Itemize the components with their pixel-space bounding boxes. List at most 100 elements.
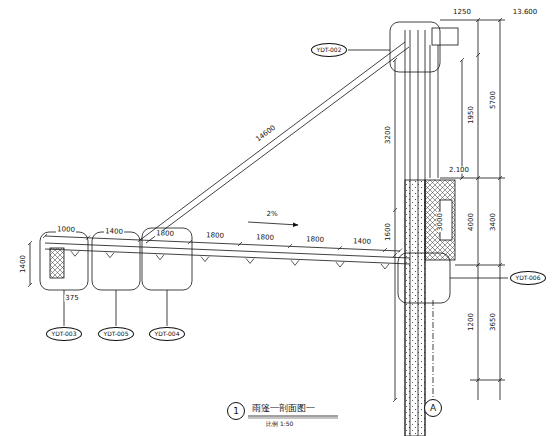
detail-callout: YDT-006 (510, 271, 545, 285)
hanger (381, 264, 389, 269)
leader-line (167, 290, 168, 326)
dimension-text: 3400 (490, 212, 497, 232)
wall-line (410, 30, 411, 436)
detail-bubble (40, 232, 88, 290)
dimension-tick (476, 176, 480, 180)
dimension-tick (28, 283, 32, 287)
detail-callout: YDT-004 (149, 327, 184, 341)
drawing-title: 雨篷一剖面图一 (252, 404, 315, 413)
tie-rod (140, 42, 405, 240)
dimension-text: 13.600 (512, 9, 539, 16)
hanger (201, 257, 209, 262)
dimension-tick (460, 58, 464, 62)
dimension-text: 3650 (490, 312, 497, 332)
hanger (246, 258, 254, 263)
hanger (291, 260, 299, 265)
callout-text: A (430, 404, 436, 413)
dimension-tick (393, 208, 397, 212)
dimension-tick (338, 246, 342, 250)
canopy-beam (45, 249, 410, 264)
dimension-tick (460, 176, 464, 180)
leader-line (348, 50, 390, 51)
title-number: 1 (227, 402, 245, 420)
dimension-tick (498, 18, 502, 22)
dimension-text: 3200 (385, 125, 392, 145)
axis-line (433, 300, 434, 398)
leader-line (450, 278, 508, 279)
dimension-text: 375 (64, 295, 79, 302)
dimension-text: 2% (265, 211, 278, 218)
detail-callout: YDT-005 (98, 327, 133, 341)
dimension-text: 14600 (254, 124, 278, 144)
dimension-text: 1800 (155, 230, 175, 238)
end-section (50, 248, 64, 278)
title-underline (248, 418, 338, 419)
dimension-text: 1600 (385, 222, 392, 242)
dimension-text: 1800 (255, 234, 275, 242)
dimension-tick (86, 236, 90, 240)
hanger (336, 262, 344, 267)
leader-line (116, 290, 117, 326)
hanger (71, 251, 79, 256)
dimension-tick (43, 234, 47, 238)
dimension-tick (398, 249, 402, 253)
hangers-and-ticks (28, 18, 502, 402)
dimension-tick (498, 176, 502, 180)
wall-line (405, 30, 406, 436)
dimension-tick (393, 253, 397, 257)
detail-callout: YDT-002 (311, 43, 346, 57)
scale-note: 比例 1:50 (266, 421, 293, 427)
mullion-line (430, 45, 431, 178)
dimension-text: 4000 (468, 212, 475, 232)
callout-text: YDT-003 (51, 331, 76, 337)
detail-bubble (398, 253, 450, 303)
dimension-tick (138, 238, 142, 242)
dimension-text: 3000 (437, 212, 444, 232)
dimension-line (478, 20, 479, 400)
extension-line (455, 265, 505, 266)
callout-text: 1 (233, 407, 239, 416)
dimension-tick (476, 378, 480, 382)
dimension-text: 1000 (56, 226, 76, 234)
extension-line (440, 178, 505, 179)
callout-text: YDT-005 (103, 331, 128, 337)
dimension-text: 1800 (205, 232, 225, 240)
top-beam (432, 28, 458, 45)
mullion-line (438, 45, 439, 178)
slope-arrow (248, 222, 298, 225)
dimension-text: 1200 (468, 312, 475, 332)
dimension-text: 2.100 (448, 167, 470, 174)
dimension-line (462, 60, 463, 178)
dimension-tick (498, 263, 502, 267)
wall-line (418, 30, 419, 436)
dimension-tick (383, 248, 387, 252)
detail-bubble (142, 228, 192, 290)
dimension-tick (393, 398, 397, 402)
dimension-tick (476, 53, 480, 57)
dimension-text: 1400 (104, 228, 124, 236)
concrete-wall (405, 180, 425, 436)
extension-line (440, 20, 505, 21)
dimension-text: 5700 (490, 90, 497, 110)
dimension-tick (288, 244, 292, 248)
callout-text: YDT-004 (154, 331, 179, 337)
dimension-text: 1950 (468, 105, 475, 125)
dimension-tick (476, 263, 480, 267)
detail-bubble (92, 232, 140, 290)
dimension-text: 1800 (305, 236, 325, 244)
title-underline (248, 416, 338, 417)
dimension-tick (498, 378, 502, 382)
dimension-line (30, 243, 31, 285)
detail-bubble (390, 22, 440, 72)
dimension-line (500, 20, 501, 400)
dimension-tick (188, 240, 192, 244)
callout-text: YDT-006 (515, 275, 540, 281)
hanger (106, 253, 114, 258)
callout-text: YDT-002 (316, 47, 341, 53)
dimension-tick (393, 58, 397, 62)
concrete-beam (425, 180, 455, 260)
detail-callout: YDT-003 (46, 327, 81, 341)
